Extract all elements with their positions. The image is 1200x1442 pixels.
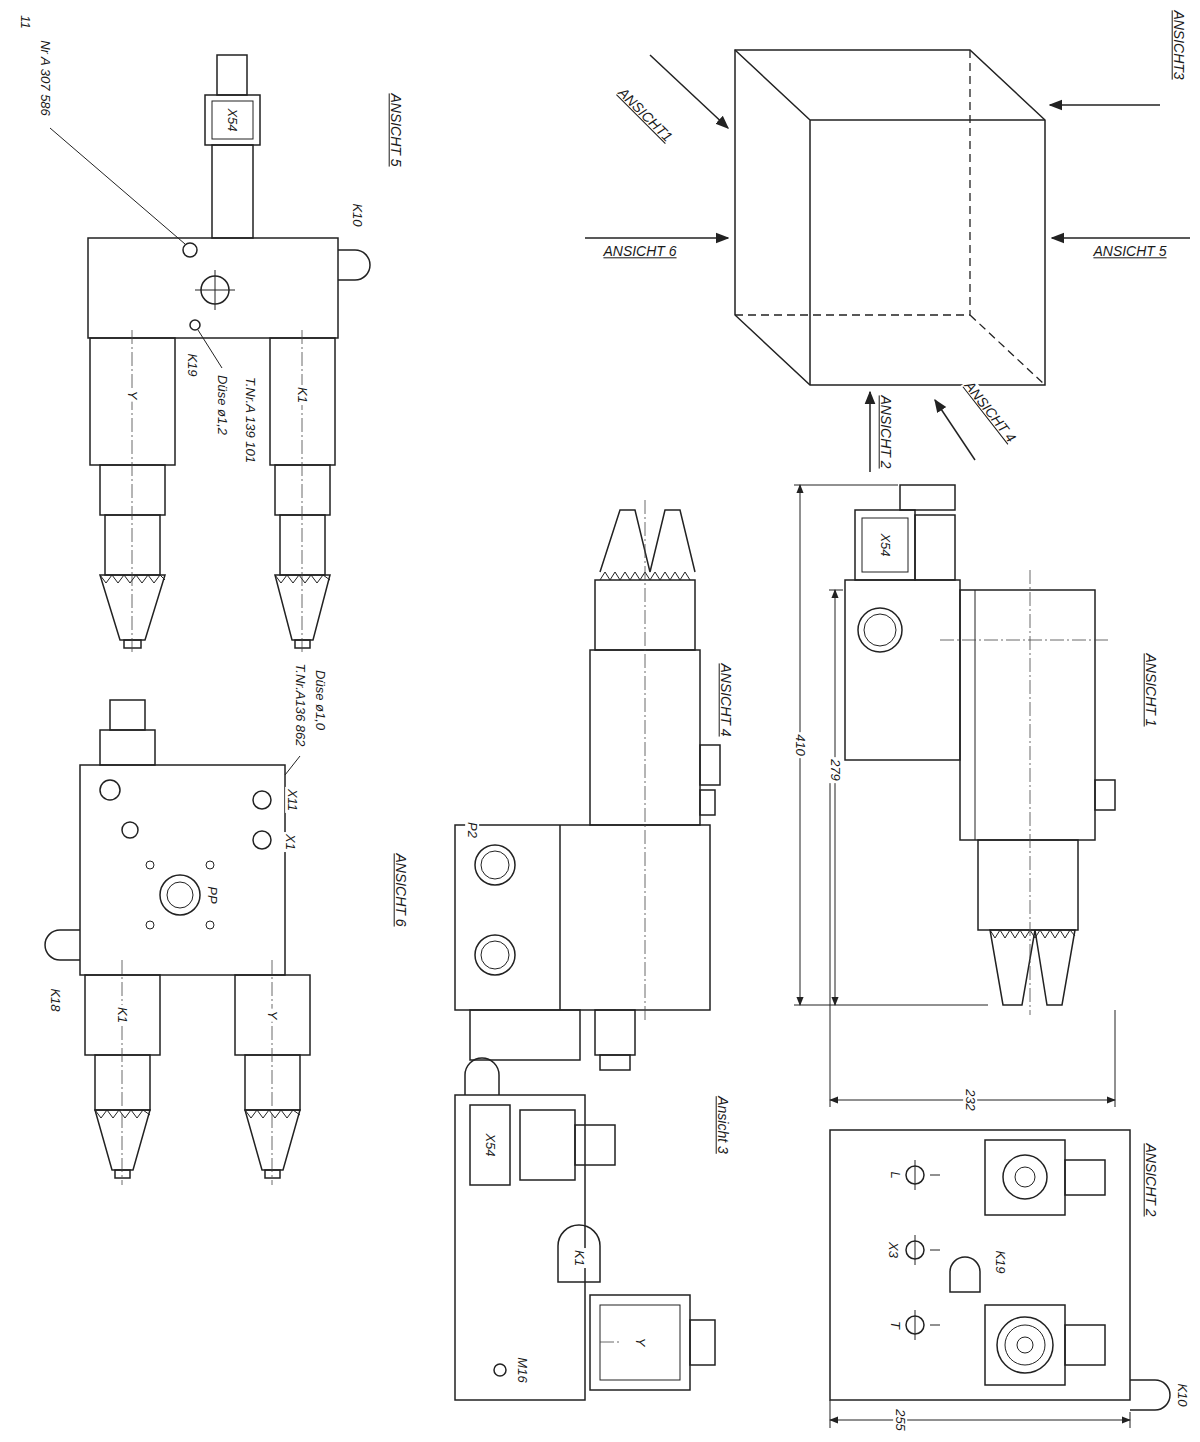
view-label: ANSICHT 4 xyxy=(717,661,732,738)
part-label: Y xyxy=(265,1009,279,1022)
part-label: K18 xyxy=(48,986,62,1013)
port-label: X3 xyxy=(886,1240,900,1260)
part-number-note: T.Nr.A136 862 xyxy=(293,662,307,749)
view-2-outline xyxy=(830,1130,1170,1428)
port-label: X11 xyxy=(285,787,299,813)
view-arrows xyxy=(585,55,1190,472)
port-label: PP xyxy=(205,884,219,905)
orientation-cube xyxy=(735,50,1045,385)
part-label: K1 xyxy=(572,1248,586,1268)
port-label: X1 xyxy=(283,832,297,852)
port-label: T xyxy=(888,1319,902,1331)
view-5-outline xyxy=(50,55,370,655)
dimension-value: 232 xyxy=(963,1087,977,1113)
view-label: ANSICHT 4 xyxy=(960,377,1020,447)
part-number-note: Düse ø1,2 xyxy=(215,373,229,437)
view-label: ANSICHT 2 xyxy=(877,393,892,470)
view-label: ANSICHT 2 xyxy=(1142,1141,1157,1218)
part-label: K1 xyxy=(115,1005,129,1025)
port-label: L xyxy=(888,1169,902,1180)
view-label: ANSICHT 5 xyxy=(1091,244,1168,259)
view-label: ANSICHT 1 xyxy=(1142,651,1157,728)
part-label: K19 xyxy=(993,1248,1007,1275)
part-number-note: Nr A 307 586 xyxy=(38,38,52,118)
part-label: K10 xyxy=(1175,1381,1189,1408)
view-label: Ansicht 3 xyxy=(714,1094,729,1156)
dimension-lines xyxy=(794,485,1115,1107)
part-label: X54 xyxy=(225,106,239,133)
dimension-value: 410 xyxy=(793,732,807,758)
part-label: K10 xyxy=(350,201,364,228)
part-number-note: T.Nr.A 139 101 xyxy=(243,375,257,465)
view-label: ANSICHT 6 xyxy=(601,244,678,259)
part-label: Y xyxy=(125,389,139,402)
view-label: ANSICHT 5 xyxy=(387,91,402,168)
part-number-note: 11 xyxy=(18,13,32,31)
view-label: ANSICHT1 xyxy=(614,84,677,147)
view-label: ANSICHT 6 xyxy=(392,851,407,928)
part-number-note: Düse ø1,0 xyxy=(313,668,327,732)
view-3-outline xyxy=(455,1058,715,1400)
part-label: Y xyxy=(633,1336,647,1349)
dimension-value: 255 xyxy=(893,1407,907,1433)
view-4-outline xyxy=(455,500,720,1070)
dimension-value: 279 xyxy=(828,757,842,783)
part-label: M16 xyxy=(515,1355,529,1384)
view-6-outline xyxy=(45,700,310,1185)
view-label: ANSICHT3 xyxy=(1170,8,1185,81)
view-1-outline xyxy=(845,485,1115,1015)
part-label: X54 xyxy=(483,1131,497,1158)
part-label: K19 xyxy=(185,351,199,378)
port-label: P2 xyxy=(465,820,479,840)
part-label: X54 xyxy=(878,531,892,558)
part-label: K1 xyxy=(295,385,309,405)
